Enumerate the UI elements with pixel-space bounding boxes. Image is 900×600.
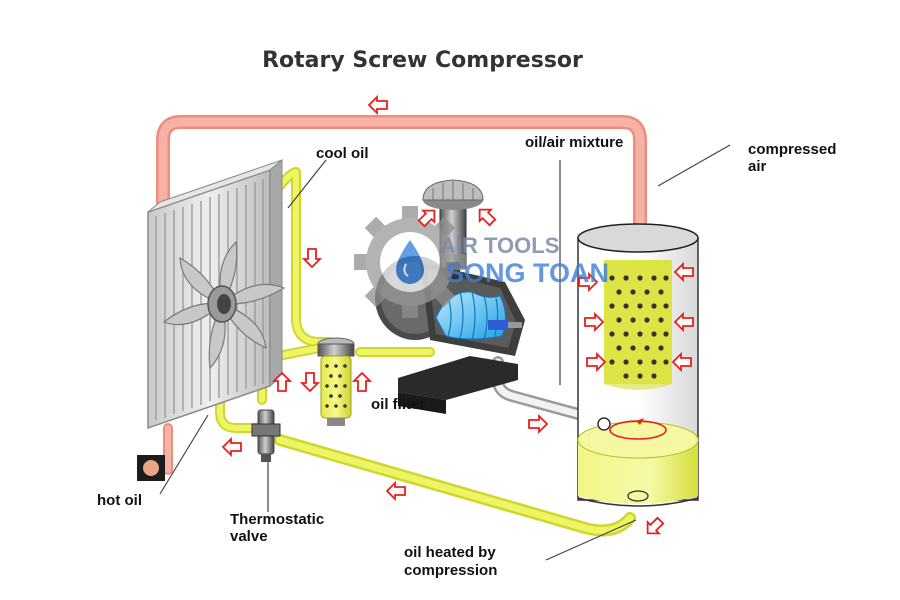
oil-cooler-radiator: [147, 158, 286, 430]
label-thermostatic-valve-line1: Thermostatic: [230, 511, 325, 528]
hot-oil-pipe: [156, 115, 647, 475]
cooling-fan-icon: [162, 240, 286, 370]
flow-arrow-icon: [353, 372, 371, 392]
label-oil-air-mixture: oil/air mixture: [525, 134, 624, 151]
leader-lines: [159, 144, 731, 561]
flow-arrow-icon: [528, 415, 548, 433]
flow-arrow-icon: [641, 514, 667, 540]
label-thermostatic-valve-line2: valve: [230, 528, 268, 545]
flow-arrow-icon: [368, 96, 388, 114]
hot-oil-port: [137, 455, 165, 481]
flow-arrow-icon: [301, 372, 319, 392]
label-compressed-air-line1: compressed: [748, 141, 837, 158]
flow-arrow-icon: [303, 248, 321, 268]
thermostatic-valve: [251, 409, 281, 462]
gear-watermark-icon: [354, 206, 466, 318]
label-oil-heated-line1: oil heated by: [404, 544, 496, 561]
watermark-line2: SONG TOAN: [446, 258, 610, 288]
flow-arrow-icon: [473, 203, 499, 229]
oil-filter: [317, 337, 355, 426]
label-hot-oil: hot oil: [97, 492, 142, 509]
page-title: Rotary Screw Compressor: [262, 48, 583, 73]
label-oil-heated-line2: compression: [404, 562, 498, 579]
label-oil-filter: oil filter: [371, 396, 426, 413]
separator-element: [604, 260, 672, 390]
flow-arrow-icon: [222, 438, 242, 456]
label-cool-oil: cool oil: [316, 145, 369, 162]
watermark-line1: AIR TOOLS: [440, 233, 560, 258]
flow-arrow-icon: [386, 482, 406, 500]
label-compressed-air-line2: air: [748, 158, 767, 175]
